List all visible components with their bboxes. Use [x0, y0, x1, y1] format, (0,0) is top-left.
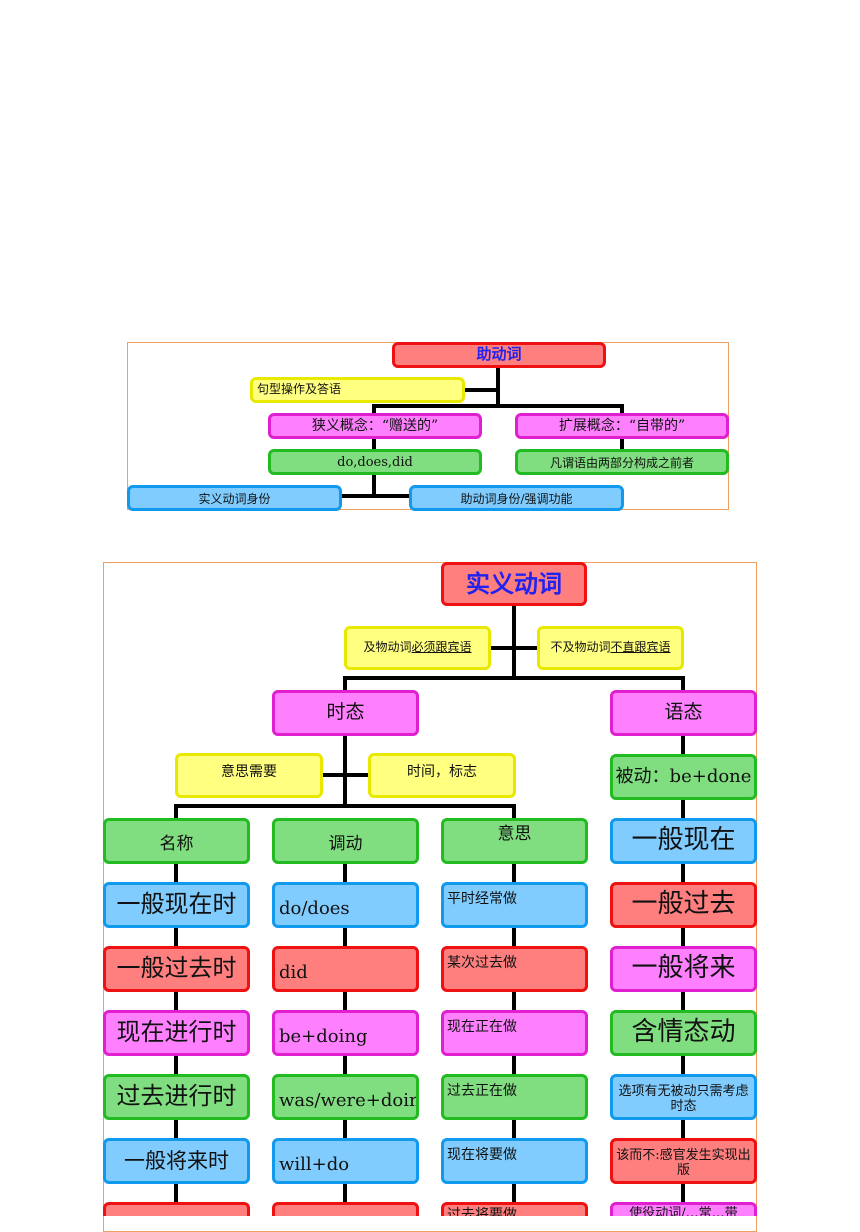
voice-note-causative: 使役动词/…常…带: [610, 1202, 757, 1216]
meaning-need-box: 意思需要: [175, 753, 323, 798]
tense-box: 时态: [272, 690, 419, 736]
real-verb-identity-box: 实义动词身份: [127, 485, 342, 511]
aux-identity-box: 助动词身份/强调功能: [409, 485, 624, 511]
tense-form: do/does: [272, 882, 419, 928]
voice-simple-past: 一般过去: [610, 882, 757, 928]
connector: [681, 676, 685, 692]
predicate-rule-box: 凡谓语由两部分构成之前者: [515, 449, 729, 475]
connector: [490, 646, 538, 650]
transitive-prefix: 及物动词: [363, 640, 412, 655]
tense-name: 现在进行时: [103, 1010, 250, 1056]
intransitive-box: 不及物动词不直跟宾语: [537, 626, 684, 670]
tense-meaning: 现在将要做: [441, 1138, 588, 1184]
voice-simple-future: 一般将来: [610, 946, 757, 992]
connector: [343, 676, 685, 680]
tense-form: will+do: [272, 1138, 419, 1184]
connector: [512, 804, 516, 820]
tense-name: 一般过去时: [103, 946, 250, 992]
tense-name: 过去进行时: [103, 1074, 250, 1120]
voice-note-senses: 该而不:感官发生实现出版: [610, 1138, 757, 1184]
real-verb-root: 实义动词: [441, 562, 587, 606]
tense-meaning: 某次过去做: [441, 946, 588, 992]
aux-forms-box: do,does,did: [268, 449, 482, 475]
intransitive-rule: 不直跟宾语: [610, 640, 671, 655]
voice-modal: 含情态动: [610, 1010, 757, 1056]
voice-box: 语态: [610, 690, 757, 736]
column-header-predicate: 调动: [272, 818, 419, 864]
connector: [620, 404, 624, 416]
intransitive-prefix: 不及物动词: [550, 640, 611, 655]
connector: [372, 404, 624, 408]
column-header-meaning: 意思: [441, 818, 588, 864]
tense-name: [103, 1202, 250, 1216]
connector: [340, 494, 412, 498]
connector: [496, 366, 500, 407]
connector: [372, 474, 376, 496]
transitive-rule: 必须跟宾语: [411, 640, 472, 655]
passive-box: 被动：be+done: [610, 754, 757, 800]
tense-meaning: 过去正在做: [441, 1074, 588, 1120]
transitive-box: 及物动词必须跟宾语: [344, 626, 491, 670]
connector: [343, 734, 347, 806]
tense-name: 一般将来时: [103, 1138, 250, 1184]
tense-meaning: 现在正在做: [441, 1010, 588, 1056]
connector: [174, 804, 178, 820]
connector: [372, 404, 376, 416]
tense-meaning: 过去将要做: [441, 1202, 588, 1216]
connector: [174, 804, 516, 808]
connector: [372, 437, 376, 451]
connector: [322, 773, 370, 777]
connector: [343, 676, 347, 692]
tense-name: 一般现在时: [103, 882, 250, 928]
narrow-concept-box: 狭义概念：“赠送的”: [268, 413, 482, 439]
tense-form: be+doing: [272, 1010, 419, 1056]
tense-form: [272, 1202, 419, 1216]
column-header-name: 名称: [103, 818, 250, 864]
time-marker-box: 时间，标志: [368, 753, 516, 798]
voice-note-tense: 选项有无被动只需考虑时态: [610, 1074, 757, 1120]
auxiliary-verb-root: 助动词: [392, 342, 606, 368]
tense-form: was/were+doing: [272, 1074, 419, 1120]
extended-concept-box: 扩展概念：“自带的”: [515, 413, 729, 439]
voice-simple-present: 一般现在: [610, 818, 757, 864]
tense-meaning: 平时经常做: [441, 882, 588, 928]
connector: [464, 388, 498, 392]
connector: [620, 437, 624, 451]
connector: [512, 604, 516, 678]
tense-form: did: [272, 946, 419, 992]
sentence-operation-note: 句型操作及答语: [250, 377, 465, 403]
